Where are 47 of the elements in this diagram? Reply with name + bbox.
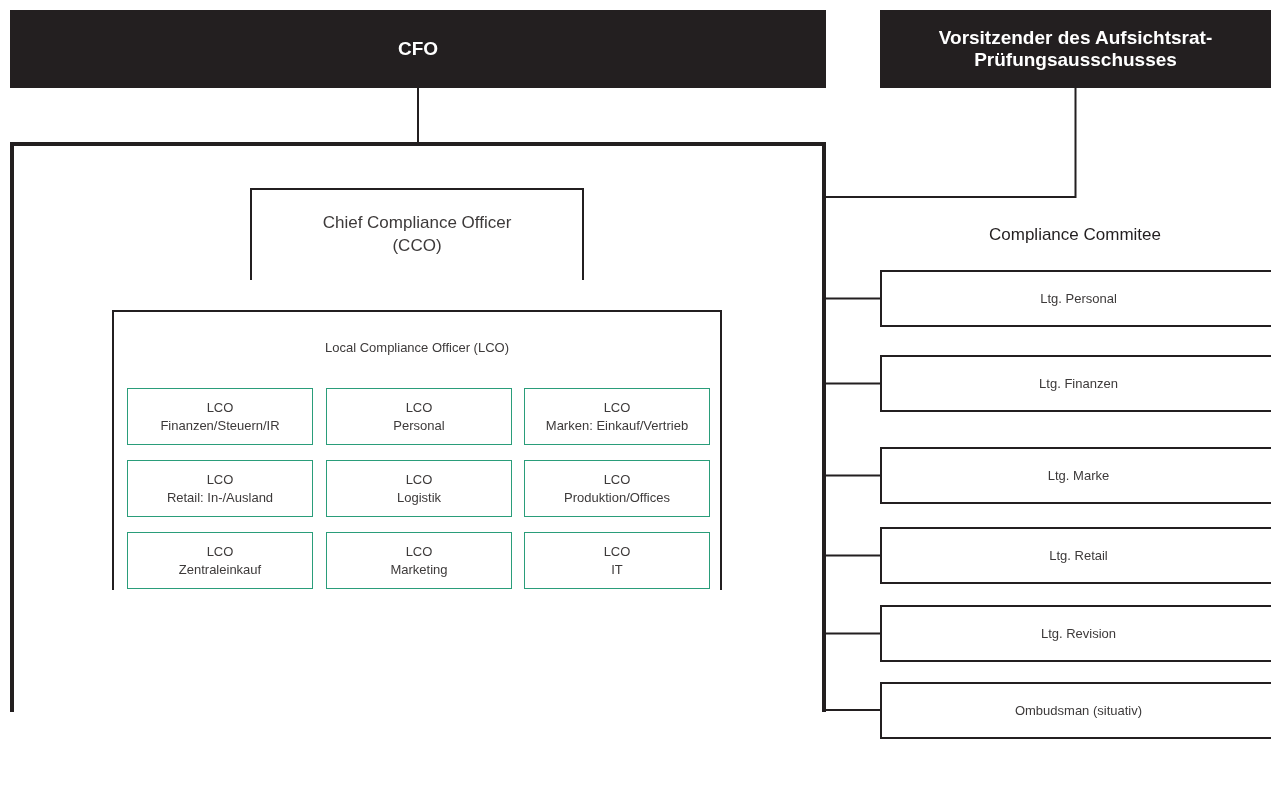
area-name: IT xyxy=(611,560,623,579)
officer-box xyxy=(127,388,313,445)
connector-line xyxy=(823,709,881,711)
officer-box xyxy=(326,532,512,589)
member-box: Ltg. Finanzen xyxy=(880,355,1271,412)
group-heading: Compliance Commitee xyxy=(988,225,1162,245)
role-abbreviation: LCO xyxy=(405,542,433,561)
officer-box xyxy=(127,532,313,589)
role-abbreviation: LCO xyxy=(603,398,631,417)
officer-box xyxy=(524,388,710,445)
member-box: Ltg. Marke xyxy=(880,447,1271,504)
role-abbreviation: LCO xyxy=(405,398,433,417)
connector-line xyxy=(823,382,881,385)
area-name: Produktion/Offices xyxy=(564,488,670,507)
connector-line xyxy=(823,474,881,477)
area-name: Logistik xyxy=(396,488,442,507)
area-name: Zentraleinkauf xyxy=(178,560,262,579)
role-box: Vorsitzender des Aufsichtsrat-Prüfungsausschusses xyxy=(880,10,1271,88)
officer-box xyxy=(524,460,710,517)
officer-box xyxy=(326,460,512,517)
area-name: Personal xyxy=(393,416,445,435)
member-box: Ltg. Retail xyxy=(880,527,1271,584)
role-box: CFO xyxy=(10,10,826,88)
role-abbreviation: LCO xyxy=(206,470,234,489)
connector-line xyxy=(823,87,1077,198)
member-box: Ltg. Personal xyxy=(880,270,1271,327)
area-name: Finanzen/Steuern/IR xyxy=(160,416,280,435)
connector-line xyxy=(823,632,881,635)
role-abbreviation: LCO xyxy=(405,470,433,489)
department-frame xyxy=(10,142,826,712)
connector-line xyxy=(417,87,419,143)
officer-box xyxy=(326,388,512,445)
role-abbreviation: LCO xyxy=(603,470,631,489)
officer-box xyxy=(524,532,710,589)
role-bracket: Chief Compliance Officer (CCO) xyxy=(250,188,584,280)
area-name: Marken: Einkauf/Vertrieb xyxy=(545,416,689,435)
area-name: Retail: In-/Ausland xyxy=(166,488,274,507)
member-box: Ombudsman (situativ) xyxy=(880,682,1271,739)
connector-line xyxy=(823,297,881,300)
role-abbreviation: LCO xyxy=(603,542,631,561)
officer-box xyxy=(127,460,313,517)
member-box: Ltg. Revision xyxy=(880,605,1271,662)
group-bracket: Local Compliance Officer (LCO) LCO Finanzen/Steuern/IR LCO Personal LCO Marken: Einkauf/Vertrieb LCO Retail: In-/Ausland LCO Logistik LCO Produktion/Offices LCO Zentraleinkauf LCO Marketing LCO IT xyxy=(112,310,722,590)
connector-line xyxy=(823,554,881,557)
role-abbreviation: LCO xyxy=(206,398,234,417)
area-name: Marketing xyxy=(390,560,448,579)
role-abbreviation: LCO xyxy=(206,542,234,561)
